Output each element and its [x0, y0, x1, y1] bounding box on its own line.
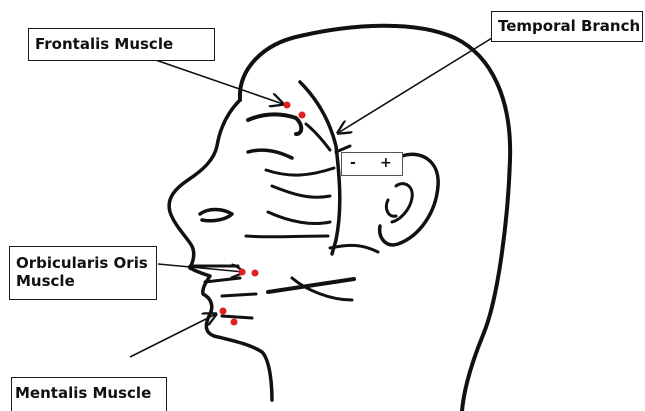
mentalis-arrow — [130, 314, 216, 357]
electrode-orbicularis-1 — [239, 269, 246, 276]
orbicularis-label-line2: Muscle — [16, 272, 156, 290]
chin-mark-2 — [222, 316, 252, 318]
mentalis-label: Mentalis Muscle — [11, 377, 167, 411]
frontalis-label: Frontalis Muscle — [28, 28, 215, 61]
nerve-branch-mandibular — [330, 245, 378, 252]
forehead-profile — [169, 100, 240, 268]
ear-inner — [386, 184, 412, 222]
temporal-arrow — [338, 30, 505, 133]
orbicularis-oris-label: Orbicularis Oris Muscle — [9, 246, 157, 300]
stimulator-box: - + — [341, 152, 403, 176]
nerve-branch-upper — [306, 124, 330, 150]
chin-mark — [222, 294, 256, 296]
stimulator-minus: - — [350, 155, 356, 171]
temporal-branch-label: Temporal Branch — [491, 11, 643, 42]
eyebrow-mark — [248, 114, 301, 134]
nostril-mark — [200, 210, 232, 221]
nerve-branch-cheek — [268, 212, 330, 224]
stimulator-plus: + — [380, 155, 392, 171]
temporal-branch-label-text: Temporal Branch — [498, 17, 642, 35]
electrode-frontalis-1 — [284, 102, 291, 109]
nerve-branch-buccal — [246, 236, 328, 237]
lips-and-chin — [190, 268, 272, 400]
frontalis-label-text: Frontalis Muscle — [35, 35, 214, 53]
electrode-mentalis-2 — [231, 319, 238, 326]
orbicularis-label-line1: Orbicularis Oris — [16, 254, 156, 272]
electrode-frontalis-2 — [299, 112, 306, 119]
eye-mark — [248, 150, 292, 158]
electrode-mentalis-1 — [220, 308, 227, 315]
nerve-branch-lower — [272, 186, 330, 197]
mentalis-label-text: Mentalis Muscle — [15, 384, 166, 402]
nerve-branch-mid — [266, 168, 334, 175]
electrode-orbicularis-2 — [252, 270, 259, 277]
